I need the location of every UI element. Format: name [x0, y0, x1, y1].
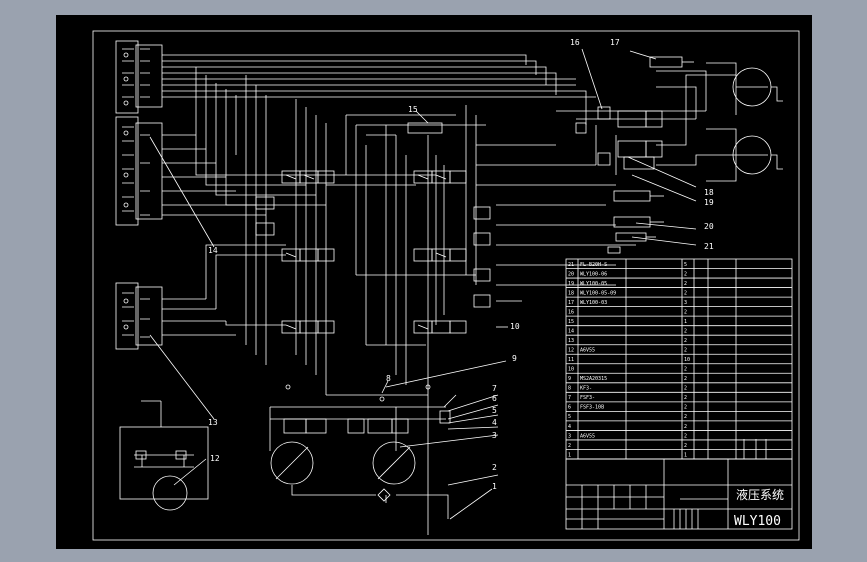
bom-no-8: 8: [568, 386, 571, 392]
bom-no-18: 18: [568, 290, 574, 296]
bom-no-11: 11: [568, 357, 574, 363]
bom-no-3: 3: [568, 433, 571, 439]
pilot-pump-group: [119, 400, 209, 511]
directional-valves: [255, 122, 491, 334]
callout-16: 16: [570, 38, 580, 47]
callout-10: 10: [510, 322, 520, 331]
callout-7: 7: [492, 384, 497, 393]
drawing-frame: [92, 30, 800, 541]
drawing-number: WLY100: [734, 514, 781, 529]
callout-18: 18: [704, 188, 714, 197]
callout-21: 21: [704, 242, 714, 251]
bom-part-7: FSF3-: [580, 395, 595, 401]
bom-part-20: WLY100-06: [580, 271, 607, 277]
bom-table-grid: [565, 258, 793, 460]
valve-group-16: [575, 106, 663, 170]
valve-bank-top-left: [115, 40, 163, 114]
hydraulic-lines: [162, 54, 736, 535]
bom-qty-7: 2: [684, 395, 687, 401]
callout-4: 4: [492, 418, 497, 427]
bom-qty-21: 5: [684, 262, 687, 268]
bom-no-5: 5: [568, 414, 571, 420]
bom-part-19: WLY100-05: [580, 281, 607, 287]
bom-no-12: 12: [568, 348, 574, 354]
callout-1: 1: [492, 482, 497, 491]
callout-12: 12: [210, 454, 220, 463]
bom-qty-3: 2: [684, 433, 687, 439]
bom-no-7: 7: [568, 395, 571, 401]
main-pumps: [270, 384, 457, 502]
bom-qty-10: 2: [684, 367, 687, 373]
bom-qty-4: 2: [684, 424, 687, 430]
bom-no-17: 17: [568, 300, 574, 306]
bom-no-20: 20: [568, 271, 574, 277]
callout-14: 14: [208, 246, 218, 255]
bom-qty-8: 2: [684, 386, 687, 392]
bom-part-17: WLY100-03: [580, 300, 607, 306]
drawing-name: 液压系统: [736, 487, 784, 502]
callout-15: 15: [408, 105, 418, 114]
hydraulic-motors: [706, 62, 783, 182]
bom-qty-6: 2: [684, 405, 687, 411]
bom-no-1: 1: [568, 452, 571, 458]
bom-row-lines: [566, 268, 792, 460]
valve-bank-lower-left: [115, 282, 163, 350]
callout-17: 17: [610, 38, 620, 47]
callout-13: 13: [208, 418, 218, 427]
bom-qty-18: 2: [684, 290, 687, 296]
bom-qty-9: 2: [684, 376, 687, 382]
bom-no-21: 21: [568, 262, 574, 268]
callout-2: 2: [492, 463, 497, 472]
bom-part-3: A6V55: [580, 433, 595, 439]
bom-qty-14: 2: [684, 329, 687, 335]
bom-qty-19: 2: [684, 281, 687, 287]
bom-qty-11: 10: [684, 357, 690, 363]
cylinder-17: [649, 56, 694, 68]
bom-no-10: 10: [568, 367, 574, 373]
callout-3: 3: [492, 431, 497, 440]
bom-no-15: 15: [568, 319, 574, 325]
bom-part-21: FL-B20H-S: [580, 262, 607, 268]
bom-qty-2: 2: [684, 443, 687, 449]
bom-no-19: 19: [568, 281, 574, 287]
bom-no-2: 2: [568, 443, 571, 449]
callout-6: 6: [492, 394, 497, 403]
bom-no-9: 9: [568, 376, 571, 382]
bom-qty-12: 2: [684, 348, 687, 354]
callout-19: 19: [704, 198, 714, 207]
bom-qty-16: 2: [684, 309, 687, 315]
callout-5: 5: [492, 406, 497, 415]
bom-part-12: A6V55: [580, 348, 595, 354]
bom-no-14: 14: [568, 329, 574, 335]
valve-bank-mid-left: [115, 116, 163, 226]
callout-8: 8: [386, 374, 391, 383]
bom-qty-13: 2: [684, 338, 687, 344]
cylinders-19-20-21: [607, 190, 664, 254]
callout-9: 9: [512, 354, 517, 363]
bom-qty-17: 3: [684, 300, 687, 306]
bom-no-16: 16: [568, 309, 574, 315]
bom-qty-5: 2: [684, 414, 687, 420]
bom-qty-20: 2: [684, 271, 687, 277]
bom-qty-15: 1: [684, 319, 687, 325]
leader-lines: [149, 48, 697, 520]
bom-part-18: WLY100-05-09: [580, 290, 616, 296]
callout-20: 20: [704, 222, 714, 231]
title-block-grid: [565, 439, 793, 530]
bom-no-13: 13: [568, 338, 574, 344]
bom-qty-1: 1: [684, 452, 687, 458]
bom-part-8: KF3-: [580, 386, 592, 392]
bom-part-9: MS2A20315: [580, 376, 607, 382]
bom-part-6: FSF3-10B: [580, 405, 604, 411]
bom-no-4: 4: [568, 424, 571, 430]
bom-no-6: 6: [568, 405, 571, 411]
